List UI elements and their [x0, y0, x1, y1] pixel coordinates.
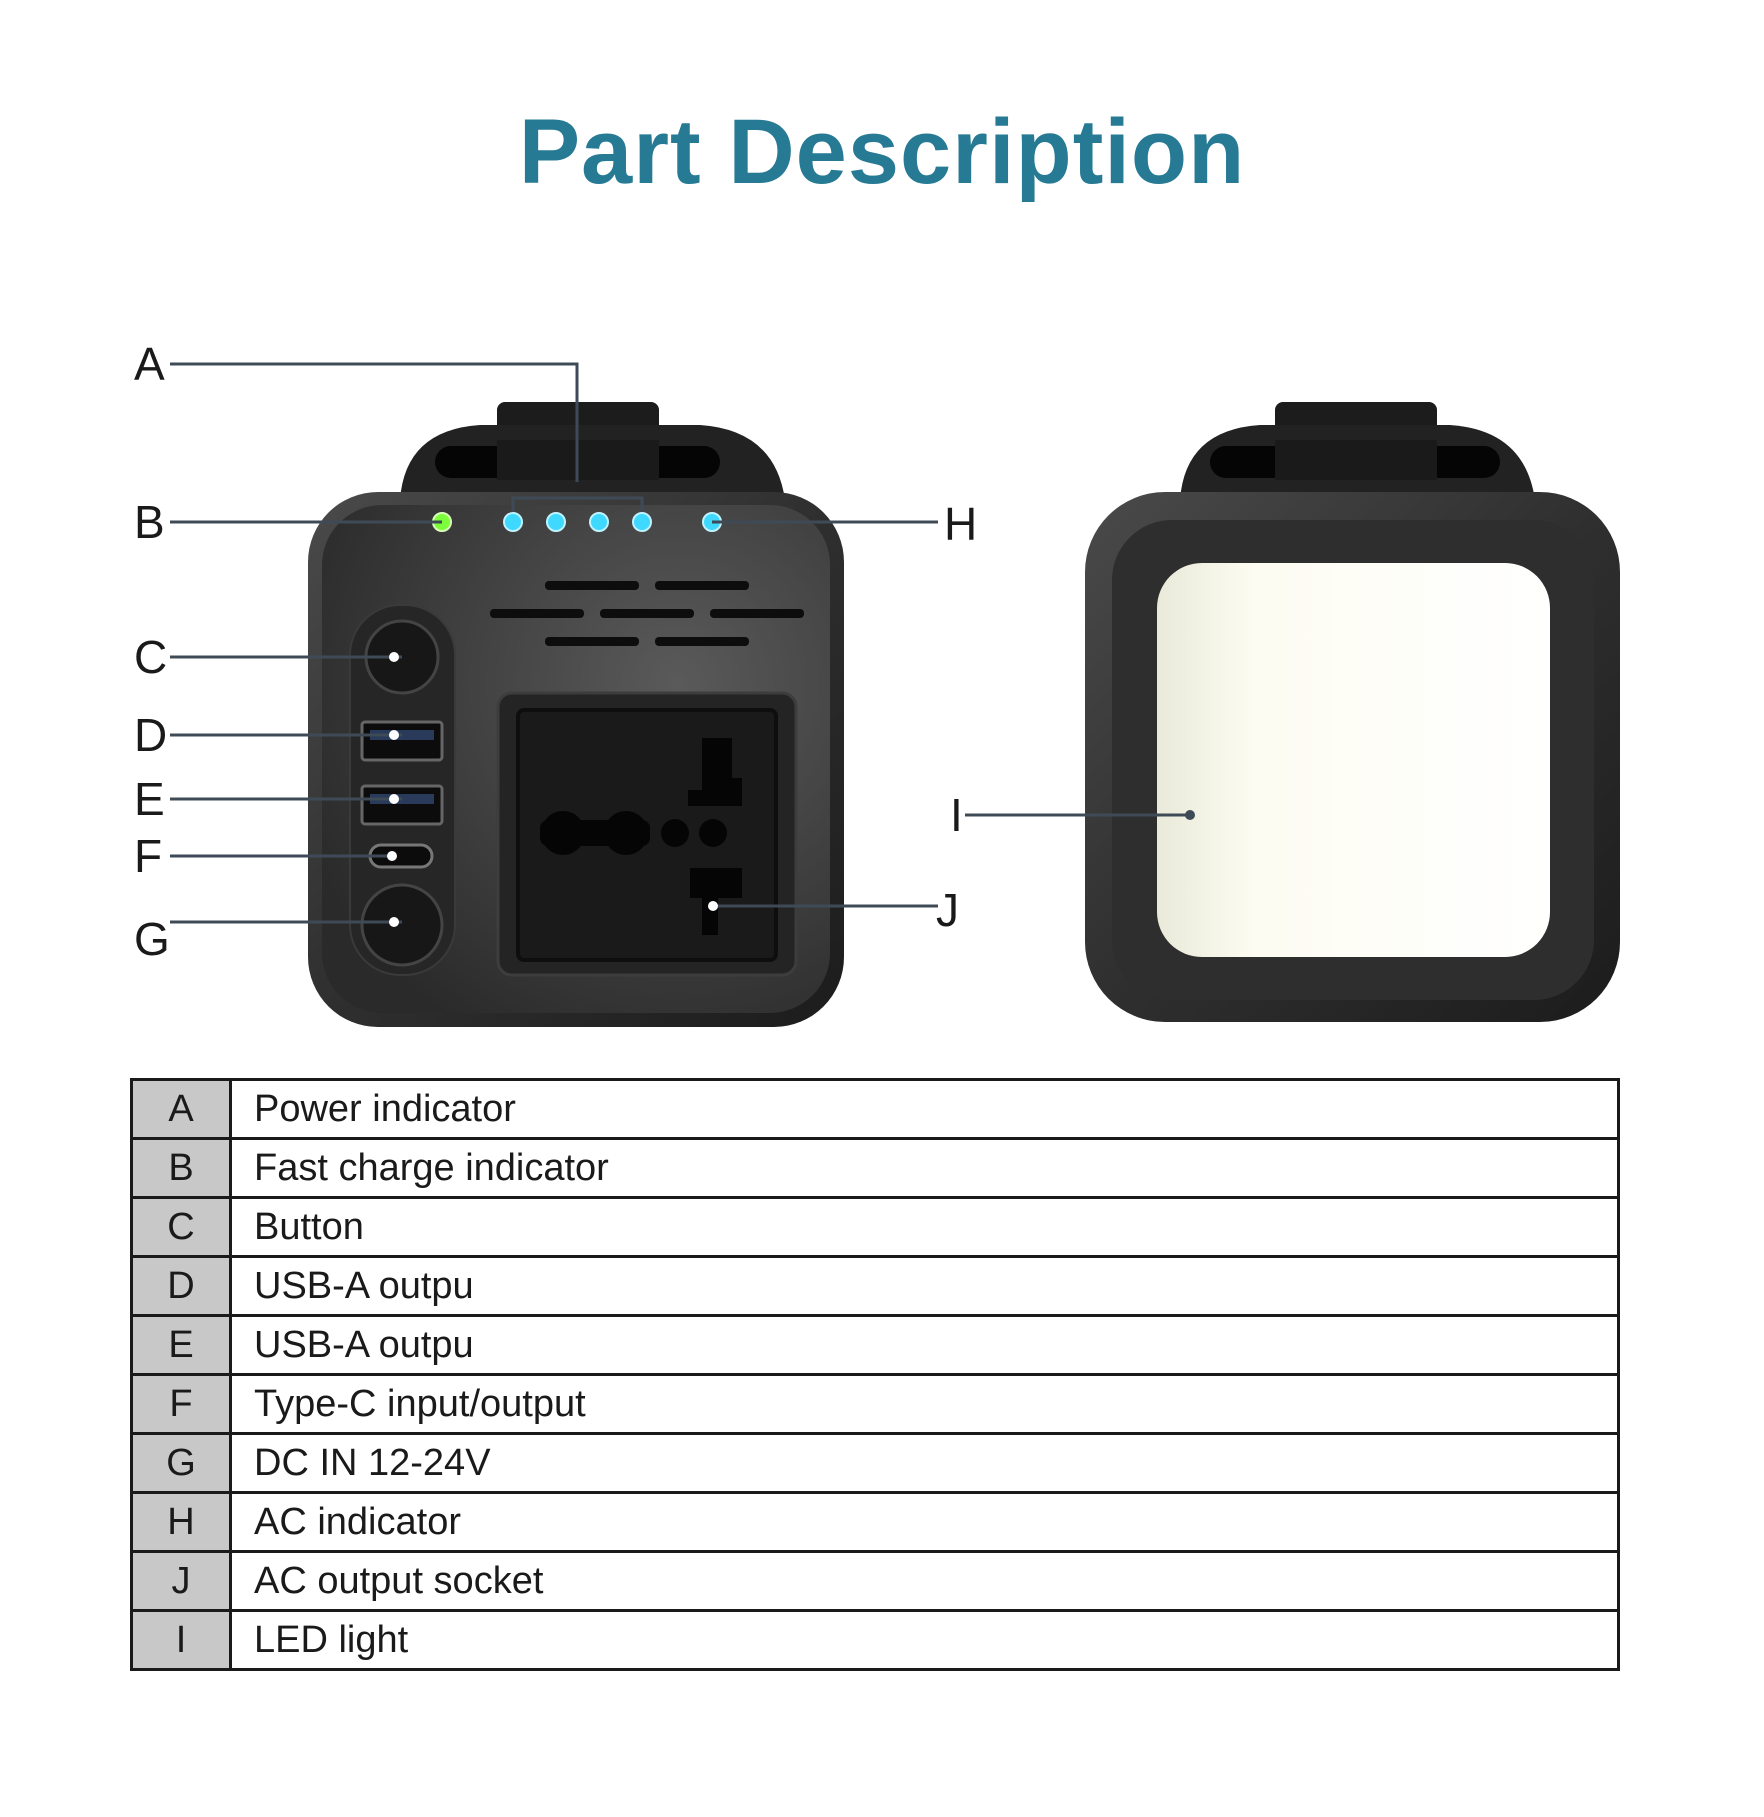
part-description: Power indicator	[229, 1078, 1620, 1140]
part-description: DC IN 12-24V	[229, 1432, 1620, 1494]
ac-socket-holes	[540, 738, 742, 935]
callout-g: G	[134, 913, 170, 965]
table-row: B Fast charge indicator	[130, 1137, 1620, 1199]
callout-lines	[170, 362, 1190, 924]
part-letter: D	[130, 1255, 232, 1317]
callout-dots	[387, 652, 1195, 927]
part-letter: C	[130, 1196, 232, 1258]
part-letter: G	[130, 1432, 232, 1494]
power-led-4	[632, 512, 652, 532]
callout-line-a-bracket	[511, 496, 644, 512]
part-letter: B	[130, 1137, 232, 1199]
callout-e: E	[134, 773, 165, 825]
table-row: C Button	[130, 1196, 1620, 1258]
device-diagram: A B C D E F G H I J	[134, 338, 1620, 1027]
table-row: I LED light	[130, 1609, 1620, 1671]
part-description: AC output socket	[229, 1550, 1620, 1612]
led-panel	[1157, 563, 1550, 957]
part-description: AC indicator	[229, 1491, 1620, 1553]
power-led-3	[589, 512, 609, 532]
callout-j: J	[936, 884, 959, 936]
table-row: H AC indicator	[130, 1491, 1620, 1553]
part-letter: I	[130, 1609, 232, 1671]
power-led-2	[546, 512, 566, 532]
callout-b: B	[134, 496, 165, 548]
part-description: USB-A outpu	[229, 1314, 1620, 1376]
callout-line-a	[170, 362, 579, 482]
part-letter: H	[130, 1491, 232, 1553]
table-row: E USB-A outpu	[130, 1314, 1620, 1376]
callout-a: A	[134, 338, 165, 390]
power-led-1	[503, 512, 523, 532]
callout-i: I	[950, 789, 963, 841]
vent-slots	[490, 581, 804, 646]
part-letter: A	[130, 1078, 232, 1140]
callout-c: C	[134, 631, 167, 683]
callout-d: D	[134, 709, 167, 761]
table-row: A Power indicator	[130, 1078, 1620, 1140]
page-title: Part Description	[518, 101, 1246, 203]
table-row: J AC output socket	[130, 1550, 1620, 1612]
part-description: LED light	[229, 1609, 1620, 1671]
part-description: Button	[229, 1196, 1620, 1258]
parts-table: A Power indicator B Fast charge indicato…	[130, 1078, 1620, 1671]
part-letter: J	[130, 1550, 232, 1612]
part-letter: F	[130, 1373, 232, 1435]
table-row: G DC IN 12-24V	[130, 1432, 1620, 1494]
part-description: Fast charge indicator	[229, 1137, 1620, 1199]
part-letter: E	[130, 1314, 232, 1376]
dc-in-port	[360, 883, 444, 967]
device-back	[1085, 402, 1620, 1022]
part-description: Type-C input/output	[229, 1373, 1620, 1435]
usb-a-port-2	[360, 784, 444, 826]
callout-f: F	[134, 830, 162, 882]
table-row: D USB-A outpu	[130, 1255, 1620, 1317]
callout-h: H	[944, 498, 977, 550]
table-row: F Type-C input/output	[130, 1373, 1620, 1435]
device-front	[308, 402, 844, 1027]
usb-a-port-1	[360, 720, 444, 762]
part-description: USB-A outpu	[229, 1255, 1620, 1317]
